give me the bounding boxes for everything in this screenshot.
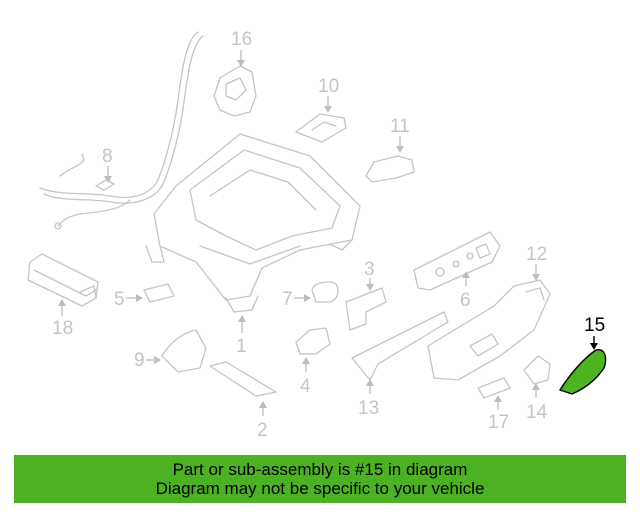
callout-number: 2 <box>257 420 268 441</box>
callout-3: 3 <box>364 259 375 291</box>
callout-number: 6 <box>460 290 471 311</box>
callout-number: 3 <box>364 259 375 280</box>
callout-11: 11 <box>390 116 410 153</box>
part-9[interactable] <box>161 329 207 373</box>
callout-number: 13 <box>358 398 379 419</box>
callout-number-highlighted: 15 <box>584 315 605 336</box>
part-7[interactable] <box>311 281 339 303</box>
callout-number: 14 <box>526 402 548 423</box>
part-2[interactable] <box>209 361 277 397</box>
callout-7: 7 <box>282 289 311 310</box>
part-17[interactable] <box>477 377 511 399</box>
banner-line-1: Part or sub-assembly is #15 in diagram <box>172 460 468 479</box>
parts-diagram: 8 16 10 11 1 <box>27 29 607 441</box>
callout-number: 11 <box>390 116 410 137</box>
callout-4: 4 <box>300 357 311 397</box>
callout-8: 8 <box>102 146 113 183</box>
callout-9: 9 <box>134 350 161 371</box>
callout-16: 16 <box>231 29 252 67</box>
banner-line-2: Diagram may not be specific to your vehi… <box>155 479 485 498</box>
callout-12: 12 <box>526 244 547 281</box>
callout-18: 18 <box>52 299 73 339</box>
callout-number: 16 <box>231 29 252 50</box>
callout-number: 17 <box>488 412 509 433</box>
part-16[interactable] <box>213 65 257 117</box>
callout-number: 9 <box>134 350 145 371</box>
callout-5: 5 <box>114 289 143 310</box>
callout-17: 17 <box>488 395 509 433</box>
part-15-highlighted[interactable] <box>559 349 607 395</box>
part-10[interactable] <box>295 113 347 143</box>
part-18-module[interactable] <box>27 253 99 307</box>
callout-1: 1 <box>236 315 247 357</box>
callout-number: 18 <box>52 318 73 339</box>
callout-number: 7 <box>282 289 293 310</box>
part-5[interactable] <box>143 283 175 303</box>
callout-14: 14 <box>526 383 548 423</box>
callout-number: 5 <box>114 289 125 310</box>
part-8-wiring-harness[interactable] <box>39 31 204 230</box>
callout-number: 12 <box>526 244 547 265</box>
callout-number: 10 <box>318 76 339 97</box>
part-1-seat-frame[interactable] <box>145 133 361 313</box>
callout-10: 10 <box>318 76 339 113</box>
part-4[interactable] <box>295 327 331 355</box>
part-14[interactable] <box>523 355 551 385</box>
part-info-banner: Part or sub-assembly is #15 in diagram D… <box>14 455 626 503</box>
callout-2: 2 <box>257 401 268 441</box>
callout-number: 4 <box>300 376 311 397</box>
callout-15: 15 <box>584 315 605 350</box>
part-12-side-shield[interactable] <box>427 279 551 381</box>
callout-13: 13 <box>358 379 379 419</box>
callout-6: 6 <box>460 271 471 311</box>
part-11[interactable] <box>365 155 415 183</box>
part-6-switch[interactable] <box>413 231 501 291</box>
callout-number: 1 <box>236 336 247 357</box>
part-13[interactable] <box>351 311 449 381</box>
part-3[interactable] <box>345 287 387 331</box>
callout-number: 8 <box>102 146 113 167</box>
